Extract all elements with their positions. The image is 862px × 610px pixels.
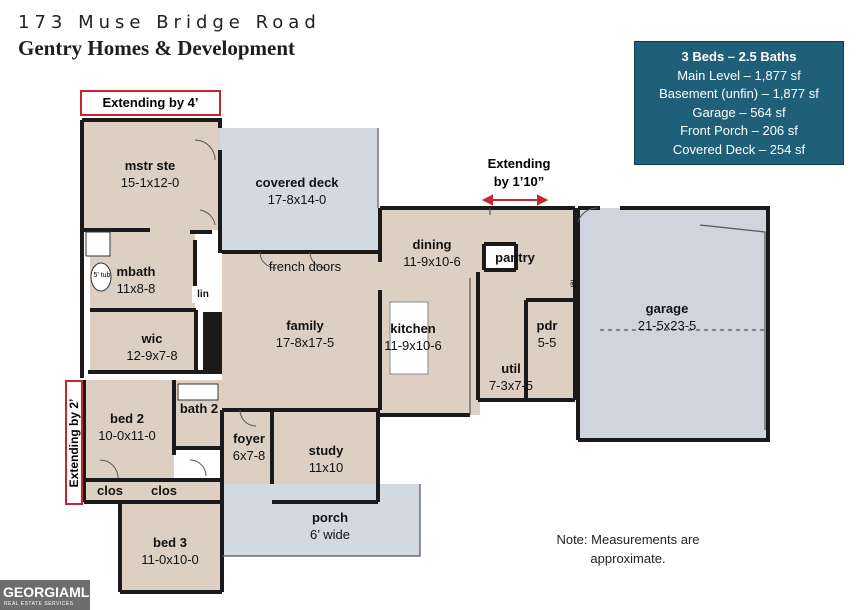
room-dining: dining 11-9x10-6 [392, 236, 472, 270]
fill-bed2 [84, 380, 174, 480]
summary-covered-deck: Covered Deck – 254 sf [672, 141, 806, 157]
room-pantry: pantry [495, 250, 535, 265]
room-name: mstr ste [124, 158, 176, 173]
room-dim: 7-3x7-5 [488, 378, 534, 393]
extend-110-callout: Extending by 1’10” [476, 155, 562, 191]
room-name: foyer [233, 431, 265, 446]
fill-foyer [222, 410, 272, 484]
room-name: study [308, 443, 344, 458]
room-name: bed 2 [110, 411, 144, 426]
extend-110-line1: Extending [487, 156, 551, 171]
room-pdr: pdr 5-5 [530, 317, 564, 351]
room-name: covered deck [255, 175, 339, 190]
fill-porch [222, 484, 420, 556]
room-name: bed 3 [153, 535, 187, 550]
extend-4-callout: Extending by 4’ [80, 90, 221, 116]
room-dim: 6’ wide [310, 527, 350, 542]
room-foyer: foyer 6x7-8 [224, 430, 274, 464]
builder-name: Gentry Homes & Development [18, 36, 296, 60]
room-wic: wic 12-9x7-8 [112, 330, 192, 364]
fill-mstr-ste [82, 120, 220, 230]
room-study: study 11x10 [296, 442, 356, 476]
room-name: wic [141, 331, 163, 346]
extend-110-line2: by 1’10” [493, 174, 545, 189]
room-porch: porch 6’ wide [295, 509, 365, 543]
room-name: garage [645, 301, 689, 316]
room-dim: 6x7-8 [232, 448, 266, 463]
room-dim: 12-9x7-8 [126, 348, 178, 363]
room-mbath: mbath 11x8-8 [108, 263, 164, 297]
property-summary-box: 3 Beds – 2.5 Baths Main Level – 1,877 sf… [634, 41, 844, 165]
walls [80, 118, 770, 594]
room-dim: 17-8x14-0 [267, 192, 327, 207]
logo-tagline: REAL ESTATE SERVICES [4, 601, 74, 607]
georgia-mls-logo: GEORGIAMLS REAL ESTATE SERVICES [0, 580, 99, 610]
fill-closets [84, 480, 220, 502]
room-dim: 21-5x23-5 [637, 318, 697, 333]
note-line1: Note: Measurements are [556, 532, 700, 547]
summary-main-level: Main Level – 1,877 sf [677, 67, 801, 83]
room-bed2: bed 2 10-0x11-0 [92, 410, 162, 444]
label-french-doors: french doors [268, 259, 342, 274]
fill-wic [90, 312, 196, 370]
shower [85, 231, 111, 257]
room-name: kitchen [390, 321, 436, 336]
room-name: mbath [116, 264, 156, 279]
soaking-tub [90, 262, 112, 292]
fill-family [222, 252, 380, 410]
extend-arrow [481, 194, 549, 206]
room-dim: 11x10 [308, 460, 344, 475]
fill-garage [578, 208, 768, 440]
extend-2-text: Extending by 2’ [67, 398, 81, 487]
kitchen-island [389, 301, 429, 375]
room-clos-1: clos [96, 483, 123, 498]
room-lin: lin [192, 286, 214, 303]
summary-garage: Garage – 564 sf [692, 104, 786, 120]
room-name: family [286, 318, 324, 333]
room-mstr-ste: mstr ste 15-1x12-0 [100, 157, 200, 191]
fireplace [203, 312, 222, 372]
door-swings [99, 139, 599, 479]
fill-bed3 [120, 502, 222, 592]
fill-covered-deck [220, 128, 378, 253]
property-address: 173 Muse Bridge Road [18, 12, 321, 33]
room-covered-deck: covered deck 17-8x14-0 [232, 174, 362, 208]
measurement-note: Note: Measurements are approximate. [530, 530, 726, 568]
summary-basement: Basement (unfin) – 1,877 sf [659, 86, 819, 101]
room-dim: 5-5 [537, 335, 557, 350]
tub-label: 5' tub [93, 272, 111, 279]
room-kitchen: kitchen 11-9x10-6 [380, 320, 446, 354]
room-bed3: bed 3 11-0x10-0 [130, 534, 210, 568]
thin-lines [222, 128, 766, 557]
room-dim: 11x8-8 [116, 281, 156, 296]
extend-2-callout: Extending by 2’ [65, 380, 83, 505]
fill-pantry [486, 245, 514, 269]
room-util: util 7-3x7-5 [482, 360, 540, 394]
summary-front-porch: Front Porch – 206 sf [680, 123, 798, 138]
room-dim: 17-8x17-5 [275, 335, 335, 350]
room-dim: 11-9x10-6 [403, 254, 461, 269]
ref-label: ref [568, 279, 576, 288]
room-bath2: bath 2 [179, 401, 219, 416]
room-dim: 11-0x10-0 [141, 552, 199, 567]
room-clos-2: clos [150, 483, 177, 498]
room-garage: garage 21-5x23-5 [617, 300, 717, 334]
room-dim: 11-9x10-6 [384, 338, 442, 353]
beds-baths-heading: 3 Beds – 2.5 Baths [681, 49, 797, 64]
room-name: util [501, 361, 521, 376]
note-line2: approximate. [590, 551, 666, 566]
room-name: dining [412, 237, 452, 252]
logo-name: GEORGIAMLS [3, 584, 99, 600]
room-name: pdr [536, 318, 558, 333]
bath2-tub [177, 383, 219, 401]
room-name: porch [311, 510, 349, 525]
room-family: family 17-8x17-5 [250, 317, 360, 351]
room-dim: 15-1x12-0 [120, 175, 180, 190]
room-dim: 10-0x11-0 [98, 428, 156, 443]
